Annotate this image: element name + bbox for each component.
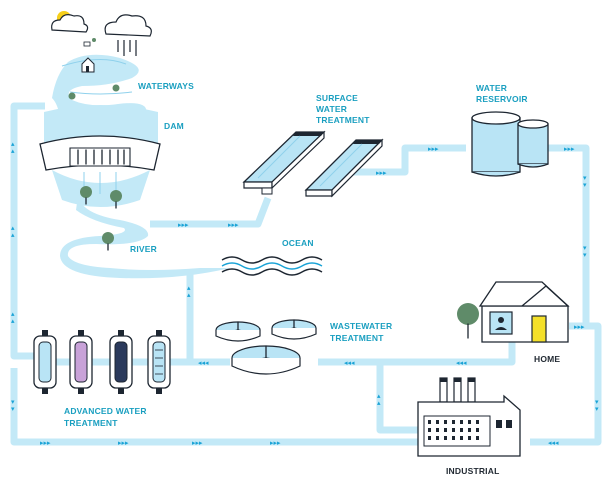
flow-arrow-down: ▾ [583,251,587,259]
flow-arrow-left: ◂◂◂ [548,439,559,447]
industrial-factory-icon [417,377,521,457]
label-surface-line1: SURFACE [316,93,358,103]
flow-arrow-up: ▴ [11,224,15,232]
label-waterways: WATERWAYS [138,81,194,91]
filter-2 [69,330,93,394]
rain-cloud-icon [104,14,152,56]
label-surface-line2: WATER [316,104,347,114]
filter-1 [33,330,57,394]
flow-arrow-right: ▸▸▸ [376,169,387,177]
flow-arrow-up: ▴ [11,231,15,239]
label-advanced-line1: ADVANCED WATER [64,406,147,416]
flow-arrow-right: ▸▸▸ [178,221,189,229]
wastewater-treatment-icon [215,319,317,375]
flow-arrow-down: ▾ [11,405,15,413]
flow-arrow-right: ▸▸▸ [118,439,129,447]
advanced-treatment-filters [33,330,171,394]
flow-arrow-up: ▴ [377,392,381,400]
filter-3 [109,330,133,394]
flow-arrow-right: ▸▸▸ [228,221,239,229]
flow-arrow-left: ◂◂◂ [456,359,467,367]
water-reservoir-icon [471,111,549,177]
flow-arrow-down: ▾ [595,398,599,406]
label-surface-line3: TREATMENT [316,115,370,125]
flow-arrow-up: ▴ [11,317,15,325]
label-reservoir-line1: WATER [476,83,507,93]
flow-arrow-left: ◂◂◂ [344,359,355,367]
flow-arrow-right: ▸▸▸ [428,145,439,153]
flow-arrow-up: ▴ [11,140,15,148]
label-ocean: OCEAN [282,238,314,248]
flow-arrow-up: ▴ [11,310,15,318]
home-icon [478,281,570,343]
flow-arrow-up: ▴ [11,147,15,155]
label-wastewater-line2: TREATMENT [330,333,384,343]
flow-arrow-down: ▾ [11,398,15,406]
label-river: RIVER [130,244,157,254]
flow-arrow-right: ▸▸▸ [564,145,575,153]
dam [39,105,161,207]
flow-arrow-down: ▾ [595,405,599,413]
flow-arrow-up: ▴ [187,291,191,299]
flow-arrow-down: ▾ [583,244,587,252]
label-dam: DAM [164,121,184,131]
flow-arrow-up: ▴ [187,284,191,292]
label-home: HOME [534,354,560,364]
mailbox-icon [83,38,96,47]
label-wastewater-line1: WASTEWATER [330,321,392,331]
flow-arrow-down: ▾ [583,181,587,189]
flow-arrow-left: ◂◂◂ [198,359,209,367]
flow-arrow-down: ▾ [583,174,587,182]
flow-arrow-right: ▸▸▸ [192,439,203,447]
surface-water-treatment-icon [242,130,384,198]
label-reservoir-line2: RESERVOIR [476,94,528,104]
filter-4 [147,330,171,394]
label-industrial: INDUSTRIAL [446,466,499,476]
flow-arrow-right: ▸▸▸ [574,323,585,331]
sun-cloud-icon [51,11,89,33]
ocean-waves-icon [221,256,323,276]
flow-arrows: ▸▸▸ ▸▸▸ ▸▸▸ ▸▸▸ ▸▸▸ ▸▸▸ ▸▸▸ ▸▸▸ ▸▸▸ ▸▸▸ … [11,140,599,447]
stage-labels: WATERWAYS DAM SURFACE WATER TREATMENT WA… [64,81,560,476]
flow-arrow-right: ▸▸▸ [40,439,51,447]
label-advanced-line2: TREATMENT [64,418,118,428]
waterways-stream [52,54,147,118]
flow-arrow-up: ▴ [377,399,381,407]
river-stream [60,196,230,279]
tree-icon [68,84,479,339]
small-house-icon [81,57,95,73]
flow-arrow-right: ▸▸▸ [270,439,281,447]
